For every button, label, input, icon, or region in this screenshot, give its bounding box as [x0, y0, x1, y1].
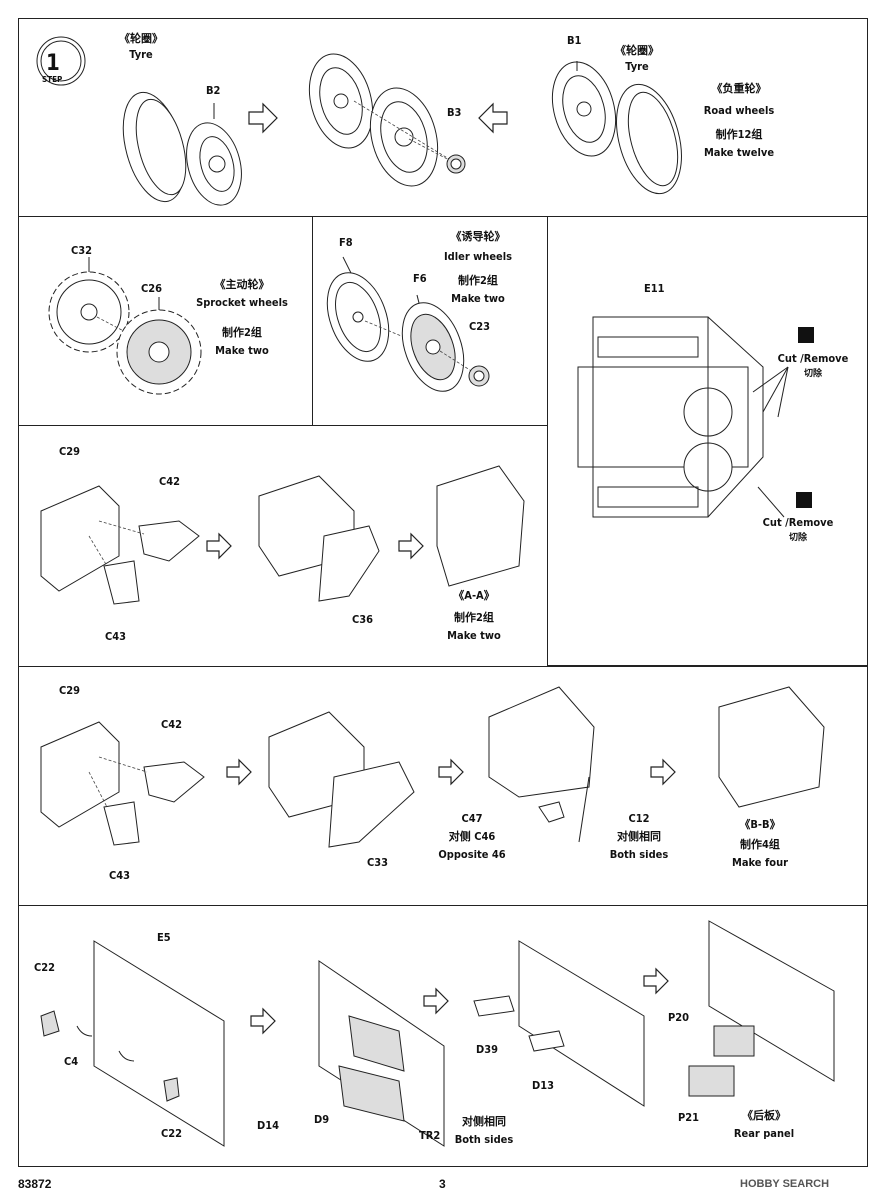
part-d39: D39	[476, 1043, 498, 1056]
part-c42: C42	[159, 475, 181, 488]
part-b3: B3	[447, 106, 462, 119]
product-code: 83872	[18, 1177, 52, 1191]
arrow-right-icon	[248, 102, 278, 134]
b-b-make-cn: 制作4组	[740, 838, 780, 851]
a-a-make-cn: 制作2组	[454, 611, 494, 624]
part-c22-b: C22	[161, 1127, 183, 1140]
step-badge-icon	[36, 36, 86, 86]
arrow-right-icon	[250, 1007, 276, 1035]
opposite-en: Opposite 46	[438, 848, 506, 861]
page-number: 3	[439, 1177, 446, 1191]
rear-panel-cn: 《后板》	[742, 1109, 786, 1122]
b-b-title: 《B-B》	[739, 818, 781, 831]
road-wheels-en: Road wheels	[703, 104, 775, 117]
tyre-left-cn: 《轮圈》	[119, 32, 163, 45]
part-c22-a: C22	[34, 961, 56, 974]
cut-icon	[796, 492, 812, 508]
part-e11: E11	[644, 282, 665, 295]
panel-idler-wheels: F8 《诱导轮》 Idler wheels 制作2组 Make two F6 C…	[312, 216, 548, 426]
b-b-make-en: Make four	[732, 856, 788, 869]
cut1-en: Cut /Remove	[777, 352, 849, 365]
panel-suspension-b: C29 C42 C43 C33 C47 对侧 C46 Opposite 46 C…	[18, 666, 868, 906]
part-f8: F8	[339, 236, 353, 249]
tyre-right-cn: 《轮圈》	[615, 44, 659, 57]
part-c42: C42	[161, 718, 183, 731]
part-p20: P20	[668, 1011, 690, 1024]
arrow-right-icon	[423, 987, 449, 1015]
arrow-right-icon	[643, 967, 669, 995]
a-a-make-en: Make two	[447, 629, 501, 642]
part-c29: C29	[59, 445, 81, 458]
cut2-en: Cut /Remove	[762, 516, 834, 529]
panel-suspension-a: C29 C42 C43 C36 《A-A》 制作2组 Make two	[18, 425, 548, 667]
sprocket-diagram	[48, 257, 202, 395]
watermark: HOBBY SEARCH	[740, 1178, 830, 1190]
make-twelve-cn: 制作12组	[715, 128, 763, 141]
step-label: STEP	[42, 75, 63, 84]
make-twelve-en: Make twelve	[703, 146, 775, 159]
panel-rear-panel: E5 C22 C4 C22 D14 D9 TR2 对侧相同 Both sides…	[18, 905, 868, 1167]
idler-make-cn: 制作2组	[458, 274, 498, 287]
part-c33: C33	[367, 856, 389, 869]
step-number: 1	[46, 51, 60, 76]
both-sides-cn-2: 对侧相同	[462, 1115, 506, 1128]
part-d13: D13	[532, 1079, 554, 1092]
panel-sprocket-wheels: C32 C26 《主动轮》 Sprocket wheels 制作2组 Make …	[18, 216, 313, 426]
arrow-right-icon	[206, 532, 232, 560]
hull-diagram	[577, 316, 814, 518]
both-sides-en: Both sides	[609, 848, 669, 861]
part-c32: C32	[71, 244, 93, 257]
part-c43: C43	[109, 869, 131, 882]
part-c36: C36	[352, 613, 374, 626]
make-two-en: Make two	[215, 344, 269, 357]
suspension-b-diagram	[40, 686, 825, 848]
part-e5: E5	[157, 931, 171, 944]
arrow-left-icon	[478, 102, 508, 134]
part-d9: D9	[314, 1113, 330, 1126]
part-d14: D14	[257, 1119, 279, 1132]
tyre-left-en: Tyre	[129, 48, 153, 61]
both-sides-en-2: Both sides	[454, 1133, 514, 1146]
part-c4: C4	[64, 1055, 79, 1068]
part-c26: C26	[141, 282, 163, 295]
idler-en: Idler wheels	[443, 250, 513, 263]
cut2-cn: 切除	[788, 533, 807, 543]
road-wheel-diagram	[36, 36, 682, 206]
cut1-cn: 切除	[803, 369, 822, 379]
make-two-cn: 制作2组	[222, 326, 262, 339]
part-b1: B1	[567, 34, 582, 47]
arrow-right-icon	[398, 532, 424, 560]
part-p21: P21	[678, 1111, 700, 1124]
suspension-a-diagram	[40, 465, 525, 605]
arrow-right-icon	[226, 758, 252, 786]
arrow-right-icon	[438, 758, 464, 786]
panel-hull-e11: E11 Cut /Remove 切除 Cut /Remove 切除	[547, 216, 868, 666]
panel-road-wheels: 1 STEP 《轮圈》 Tyre B2 B3 B1 《轮圈》 Tyre 《负重轮…	[18, 18, 868, 217]
sprocket-en: Sprocket wheels	[196, 296, 288, 309]
part-c47: C47	[461, 812, 483, 825]
part-tr2: TR2	[419, 1129, 441, 1142]
part-c43: C43	[105, 630, 127, 643]
rear-panel-diagram	[40, 920, 835, 1147]
tyre-right-en: Tyre	[625, 60, 649, 73]
idler-make-en: Make two	[451, 292, 505, 305]
part-c12: C12	[628, 812, 650, 825]
idler-cn: 《诱导轮》	[450, 230, 506, 243]
idler-diagram	[326, 256, 490, 392]
both-sides-cn: 对侧相同	[617, 830, 661, 843]
part-c23: C23	[469, 320, 491, 333]
part-f6: F6	[413, 272, 427, 285]
opposite-cn: 对侧 C46	[448, 830, 496, 843]
arrow-right-icon	[650, 758, 676, 786]
sprocket-cn: 《主动轮》	[214, 278, 270, 291]
part-c29: C29	[59, 684, 81, 697]
part-b2: B2	[206, 84, 221, 97]
rear-panel-en: Rear panel	[733, 1127, 795, 1140]
a-a-title: 《A-A》	[453, 589, 495, 602]
road-wheels-cn: 《负重轮》	[711, 82, 767, 95]
cut-icon	[798, 327, 814, 343]
